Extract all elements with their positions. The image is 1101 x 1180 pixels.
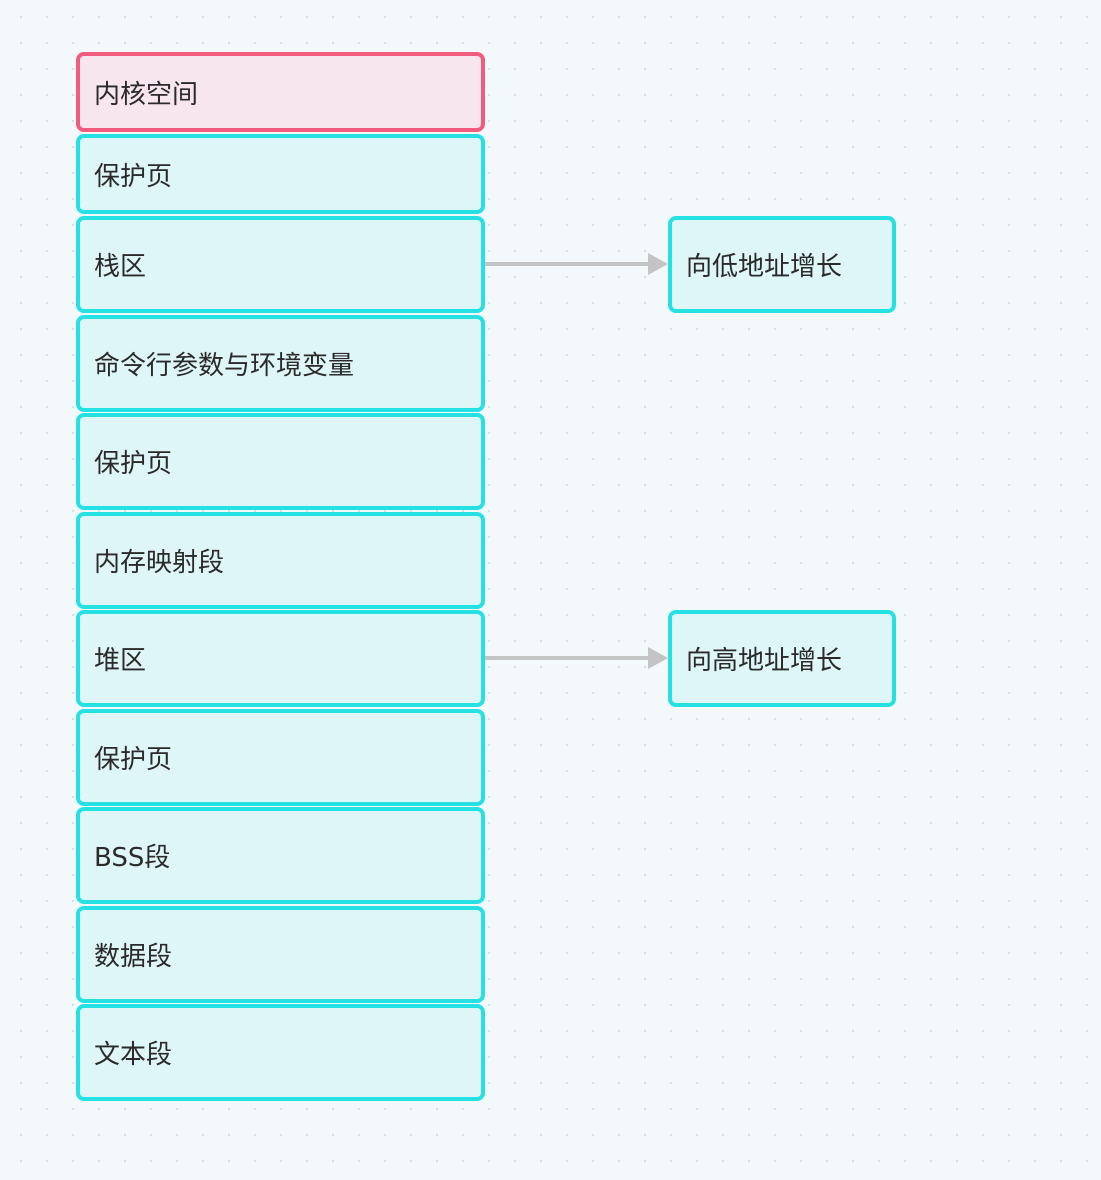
segment-label: 堆区	[94, 646, 147, 676]
segment-stack[interactable]: 栈区	[76, 216, 485, 313]
segment-mmap[interactable]: 内存映射段	[76, 512, 485, 609]
stack-growth-arrow	[485, 253, 668, 275]
segment-data[interactable]: 数据段	[76, 906, 485, 1003]
note-label: 向低地址增长	[686, 252, 843, 282]
segment-heap[interactable]: 堆区	[76, 610, 485, 707]
segment-label: BSS段	[94, 843, 171, 873]
segment-args-env[interactable]: 命令行参数与环境变量	[76, 315, 485, 412]
segment-text[interactable]: 文本段	[76, 1004, 485, 1101]
note-label: 向高地址增长	[686, 646, 843, 676]
segment-bss[interactable]: BSS段	[76, 807, 485, 904]
segment-label: 数据段	[94, 942, 173, 972]
stack-growth-note[interactable]: 向低地址增长	[668, 216, 896, 313]
segment-label: 保护页	[94, 161, 173, 192]
segment-label: 栈区	[94, 252, 147, 282]
segment-label: 保护页	[94, 449, 173, 479]
heap-growth-arrow	[485, 647, 668, 669]
heap-growth-note[interactable]: 向高地址增长	[668, 610, 896, 707]
segment-guard-page-middle[interactable]: 保护页	[76, 413, 485, 510]
segment-kernel-space[interactable]: 内核空间	[76, 52, 485, 132]
segment-label: 命令行参数与环境变量	[94, 351, 355, 381]
segment-label: 内核空间	[94, 79, 199, 110]
segment-label: 保护页	[94, 745, 173, 775]
segment-label: 文本段	[94, 1040, 173, 1070]
segment-label: 内存映射段	[94, 548, 225, 578]
segment-guard-page-bottom[interactable]: 保护页	[76, 709, 485, 806]
segment-guard-page-top[interactable]: 保护页	[76, 134, 485, 214]
